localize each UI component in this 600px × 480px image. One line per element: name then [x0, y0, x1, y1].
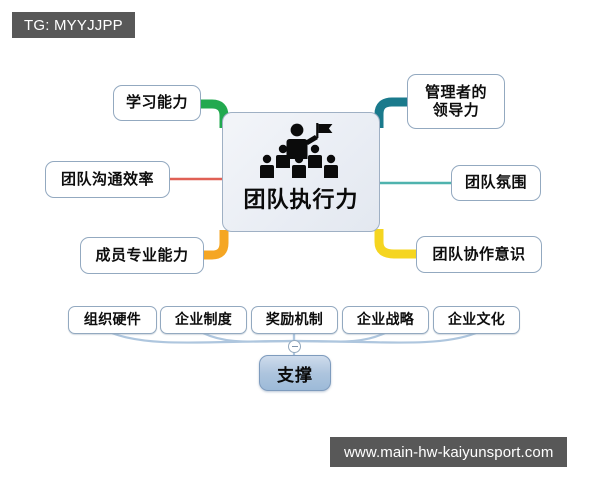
watermark-top-left: TG: MYYJJPP [12, 12, 135, 38]
connector-support-company-system [202, 332, 295, 343]
team-leader-flag-icon [260, 123, 338, 178]
branch-node-team-atmosphere[interactable]: 团队氛围 [451, 165, 541, 201]
support-item-reward-mechanism[interactable]: 奖励机制 [251, 306, 338, 334]
branch-node-member-expertise[interactable]: 成员专业能力 [80, 237, 204, 274]
support-item-company-system[interactable]: 企业制度 [160, 306, 247, 334]
minus-bar [291, 345, 298, 348]
connector-manager-leadership [374, 97, 408, 128]
connector-team-collaboration [374, 229, 417, 259]
support-item-org-hardware[interactable]: 组织硬件 [68, 306, 157, 334]
branch-node-team-collaboration[interactable]: 团队协作意识 [416, 236, 542, 273]
center-node[interactable]: 团队执行力 [222, 112, 380, 232]
branch-node-manager-leadership[interactable]: 管理者的 领导力 [407, 74, 505, 129]
watermark-bottom-right: www.main-hw-kaiyunsport.com [330, 437, 568, 467]
branch-node-team-communication[interactable]: 团队沟通效率 [45, 161, 170, 198]
connector-support-company-strategy [293, 332, 386, 343]
center-node-label: 团队执行力 [243, 188, 359, 213]
support-item-company-strategy[interactable]: 企业战略 [342, 306, 429, 334]
connector-learning-ability [200, 99, 229, 128]
branch-node-learning-ability[interactable]: 学习能力 [113, 85, 201, 121]
connector-member-expertise [203, 230, 229, 260]
connector-support-org-hardware [111, 331, 295, 344]
support-root-node[interactable]: 支撑 [259, 355, 331, 391]
collapse-minus-icon[interactable] [288, 340, 301, 353]
support-item-company-culture[interactable]: 企业文化 [433, 306, 520, 334]
connector-support-company-culture [293, 331, 477, 344]
